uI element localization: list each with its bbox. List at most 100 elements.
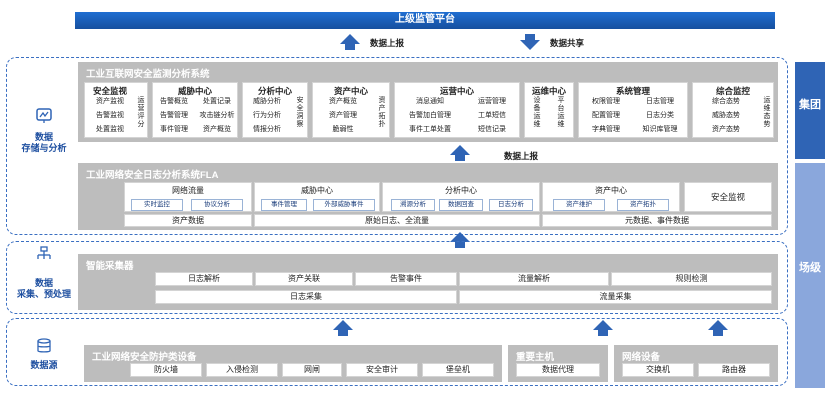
network-router: 路由器 xyxy=(698,363,770,377)
fla-asset-data: 资产数据 xyxy=(124,214,252,227)
collector-rule-detect: 规则检测 xyxy=(611,272,772,286)
chip-asset-topology: 资产拓扑 xyxy=(617,199,669,211)
item-alarm-manage: 告警管理 xyxy=(160,112,188,119)
security-devices-title: 工业网络安全防护类设备 xyxy=(92,352,197,363)
collect-up-arrow xyxy=(450,232,470,248)
share-label: 数据共享 xyxy=(550,38,585,48)
network-node-icon xyxy=(18,246,70,265)
item-dictionary: 字典管理 xyxy=(592,126,620,133)
item-sms-record: 短信记录 xyxy=(478,126,506,133)
item-attack-chain: 攻击链分析 xyxy=(199,112,235,119)
module-asset-center: 资产中心 资产概览 资产管理 脆弱性 资产拓扑 xyxy=(312,82,390,138)
module-threat-center: 威胁中心 告警概览 处置记录 告警管理 攻击链分析 事件管理 资产概览 xyxy=(152,82,238,138)
device-bastion: 堡垒机 xyxy=(422,363,494,377)
vert-ops-score: 运营评分 xyxy=(137,97,145,128)
source-layer-label: 数据源 xyxy=(30,360,58,370)
source-arrow-devices xyxy=(333,320,353,336)
source-arrow-hosts xyxy=(593,320,613,336)
collector-title: 智能采集器 xyxy=(86,261,134,272)
chip-trace-analysis: 溯源分析 xyxy=(391,199,435,211)
fla-raw-logs: 原始日志、全流量 xyxy=(254,214,540,227)
top-platform-bar: 上级监管平台 xyxy=(75,12,775,29)
system1-title: 工业互联网安全监测分析系统 xyxy=(86,69,210,80)
chip-external-threat: 外部威胁事件 xyxy=(313,199,375,211)
item-alarm-monitor: 告警监视 xyxy=(96,112,124,119)
device-audit: 安全审计 xyxy=(346,363,418,377)
item-event-ticket: 事件工单处置 xyxy=(409,126,451,133)
fla-asset-center: 资产中心 资产维护 资产拓扑 xyxy=(542,182,680,212)
item-config-manage: 配置管理 xyxy=(592,112,620,119)
chip-data-lookback: 数据回查 xyxy=(439,199,483,211)
collector-log-parse: 日志解析 xyxy=(155,272,253,286)
item-asset-posture: 资产态势 xyxy=(712,126,740,133)
collect-preprocess-layer xyxy=(6,241,788,314)
data-source-layer xyxy=(6,318,788,386)
collector-asset-assoc: 资产关联 xyxy=(255,272,353,286)
collect-layer-label: 数据 采集、预处理 xyxy=(16,278,71,299)
storage-analysis-layer xyxy=(6,57,788,235)
item-log-manage: 日志管理 xyxy=(646,98,674,105)
system2-title: 工业网络安全日志分析系统FLA xyxy=(86,170,219,181)
module-integrated-monitor: 综合监控 综合态势 威胁态势 资产态势 运维态势 xyxy=(692,82,774,138)
item-disposal-monitor: 处置监视 xyxy=(96,126,124,133)
item-vulnerability: 脆弱性 xyxy=(332,126,354,133)
vert-security-insight: 安全洞察 xyxy=(296,97,304,128)
chip-realtime-monitor: 实时监控 xyxy=(131,199,183,211)
item-alarm-overview: 告警概览 xyxy=(160,98,188,105)
vert-asset-topology: 资产拓扑 xyxy=(378,97,386,128)
fla-network-traffic: 网络流量 实时监控 协议分析 xyxy=(124,182,252,212)
group-tier: 集团 xyxy=(795,62,825,159)
report-up-arrow-2 xyxy=(450,145,470,161)
report-up-label-2: 数据上报 xyxy=(504,151,539,161)
host-data-proxy: 数据代理 xyxy=(516,363,600,377)
device-gateway: 网闸 xyxy=(282,363,342,377)
report-up-arrow xyxy=(340,34,360,50)
module-system-manage: 系统管理 权限管理 日志管理 配置管理 日志分类 字典管理 知识库管理 xyxy=(578,82,688,138)
share-down-arrow xyxy=(520,34,540,50)
item-intel-analysis: 情报分析 xyxy=(253,126,281,133)
item-message-notify: 消息通知 xyxy=(416,98,444,105)
vert-device-ops: 设备运维 xyxy=(533,97,541,128)
report-up-label: 数据上报 xyxy=(370,38,405,48)
collector-alarm-event: 告警事件 xyxy=(355,272,457,286)
item-asset-overview: 资产概览 xyxy=(203,126,231,133)
collector-log-collect: 日志采集 xyxy=(155,290,457,304)
item-threat-analysis: 威胁分析 xyxy=(253,98,281,105)
network-devices-title: 网络设备 xyxy=(622,352,661,363)
collector-traffic-collect: 流量采集 xyxy=(459,290,772,304)
item-asset-overview-2: 资产概览 xyxy=(329,98,357,105)
item-knowledge-base: 知识库管理 xyxy=(642,126,678,133)
item-log-category: 日志分类 xyxy=(646,112,674,119)
fla-metadata-events: 元数据、事件数据 xyxy=(542,214,772,227)
item-asset-monitor: 资产监视 xyxy=(96,98,124,105)
item-overall-posture: 综合态势 xyxy=(712,98,740,105)
device-firewall: 防火墙 xyxy=(130,363,202,377)
item-behavior-analysis: 行为分析 xyxy=(253,112,281,119)
fla-analysis-center: 分析中心 溯源分析 数据回查 日志分析 xyxy=(382,182,540,212)
source-arrow-network xyxy=(708,320,728,336)
chip-asset-maintain: 资产维护 xyxy=(553,199,605,211)
module-maintenance-center: 运维中心 设备运维 平台运维 xyxy=(524,82,574,138)
item-ops-manage: 运营管理 xyxy=(478,98,506,105)
chip-event-manage: 事件管理 xyxy=(261,199,307,211)
item-asset-manage: 资产管理 xyxy=(329,112,357,119)
module-safety-monitor: 安全监视 资产监视 告警监视 处置监视 运营评分 xyxy=(84,82,148,138)
fla-safety-monitor: 安全监视 xyxy=(684,182,772,212)
device-ids: 入侵检测 xyxy=(206,363,278,377)
top-platform-label: 上级监管平台 xyxy=(395,14,455,25)
fla-threat-center: 威胁中心 事件管理 外部威胁事件 xyxy=(254,182,380,212)
item-alarm-whitelist: 告警加白管理 xyxy=(409,112,451,119)
important-hosts-title: 重要主机 xyxy=(516,352,555,363)
item-permission: 权限管理 xyxy=(592,98,620,105)
module-operations-center: 运营中心 消息通知 运营管理 告警加白管理 工单短信 事件工单处置 短信记录 xyxy=(394,82,520,138)
database-icon xyxy=(18,338,70,357)
monitor-chart-icon xyxy=(18,108,70,127)
collector-traffic-parse: 流量解析 xyxy=(459,272,609,286)
chip-protocol-analysis: 协议分析 xyxy=(191,199,243,211)
site-tier: 场级 xyxy=(795,163,825,388)
item-event-manage: 事件管理 xyxy=(160,126,188,133)
chip-log-analysis: 日志分析 xyxy=(489,199,533,211)
storage-layer-label: 数据 存储与分析 xyxy=(21,132,67,153)
module-analysis-center: 分析中心 威胁分析 行为分析 情报分析 安全洞察 xyxy=(242,82,308,138)
item-disposal-record: 处置记录 xyxy=(203,98,231,105)
